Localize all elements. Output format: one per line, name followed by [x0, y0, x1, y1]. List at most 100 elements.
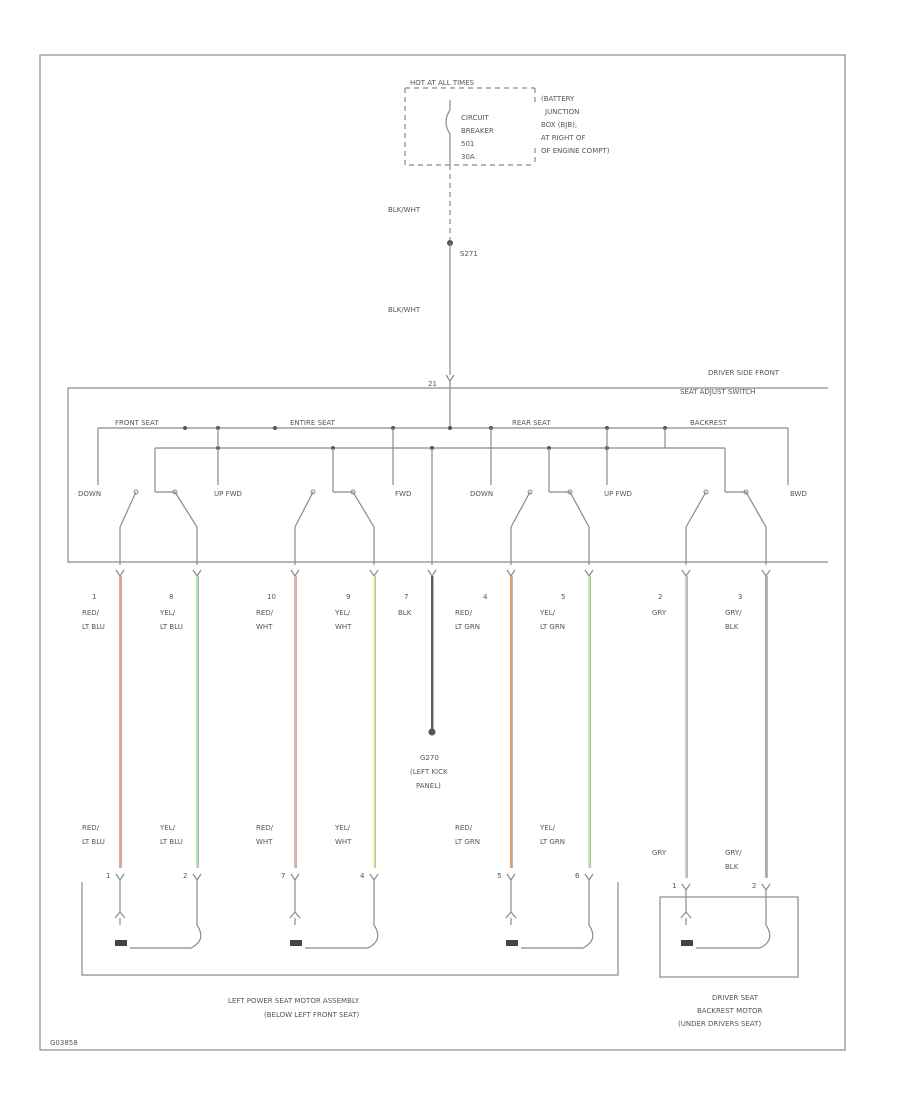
wire-color-top: LT BLU [160, 623, 183, 631]
wire-color-bottom: GRY/ [725, 849, 742, 857]
section-front-seat: FRONT SEAT [115, 419, 159, 427]
motor-symbol-3 [505, 911, 594, 949]
switch-element-rear [510, 489, 590, 565]
backrest-motor-label-1: DRIVER SEAT [712, 994, 759, 1002]
location-line-3: BOX (BJB), [541, 121, 577, 129]
wire-color-bottom: WHT [256, 838, 273, 846]
pin-label: 8 [169, 593, 173, 601]
wire-color-top: YEL/ [539, 609, 556, 617]
breaker-line-2: BREAKER [461, 127, 494, 135]
hot-at-all-times-label: HOT AT ALL TIMES [410, 79, 475, 87]
wire-color-top: WHT [256, 623, 273, 631]
wire-color-top: WHT [335, 623, 352, 631]
motor-pin-6: 6 [575, 872, 594, 912]
left-motor-label-2: (BELOW LEFT FRONT SEAT) [264, 1011, 360, 1019]
figure-id: G03858 [50, 1039, 78, 1047]
wire-color-bottom: LT GRN [540, 838, 565, 846]
location-line-4: AT RIGHT OF [541, 134, 585, 142]
wire-color-bottom: RED/ [256, 824, 274, 832]
ground-label-2: (LEFT KICK [410, 768, 448, 776]
wire-color-top: RED/ [82, 609, 100, 617]
section-entire-seat: ENTIRE SEAT [290, 419, 336, 427]
wire-color-bottom: WHT [335, 838, 352, 846]
fuse-box: HOT AT ALL TIMES CIRCUIT BREAKER 501 30A… [404, 79, 610, 166]
motor-pin-1: 1 [672, 882, 691, 912]
motor-pin-label: 1 [106, 872, 110, 880]
motor-pin-label: 6 [575, 872, 580, 880]
section-rear-seat: REAR SEAT [512, 419, 551, 427]
pin-label: 5 [561, 593, 565, 601]
wire-color-top: YEL/ [159, 609, 176, 617]
motor-pin-label: 5 [497, 872, 501, 880]
splice-label: S271 [460, 250, 478, 258]
left-motor-label-1: LEFT POWER SEAT MOTOR ASSEMBLY [228, 997, 360, 1005]
motor-symbol-2 [289, 911, 379, 949]
ground-dot [428, 728, 436, 736]
contact-label-up-fwd-1: UP FWD [214, 490, 242, 498]
motor-pin-1: 1 [106, 872, 125, 912]
location-line-1: (BATTERY [541, 95, 575, 103]
pin-label: 3 [738, 593, 742, 601]
motor-symbol-1 [114, 911, 202, 949]
switch-element-front [119, 489, 198, 565]
motor-pin-label: 7 [281, 872, 285, 880]
wire-color-top: RED/ [256, 609, 274, 617]
wire-color-bottom: YEL/ [539, 824, 556, 832]
backrest-motor-label-2: BACKREST MOTOR [697, 1007, 763, 1015]
motor-symbol-4 [680, 911, 771, 949]
switch-pin-label: 21 [428, 380, 437, 388]
lower-feed-label: BLK/WHT [388, 306, 421, 314]
wire-color-bottom: GRY [652, 849, 667, 857]
left-motor-assembly: LEFT POWER SEAT MOTOR ASSEMBLY (BELOW LE… [81, 882, 619, 1019]
contact-label-down-1: DOWN [78, 490, 101, 498]
switch-title-line-2: SEAT ADJUST SWITCH [680, 388, 755, 396]
upper-feed-label: BLK/WHT [388, 206, 421, 214]
motor-pin-7: 7 [281, 872, 300, 912]
wire-color-bottom: RED/ [455, 824, 473, 832]
pin-label: 9 [346, 593, 350, 601]
motor-pin-5: 5 [497, 872, 516, 912]
diagram-frame [39, 54, 846, 1051]
location-line-5: OF ENGINE COMPT) [541, 147, 610, 155]
motor-pin-2: 2 [752, 882, 771, 912]
backrest-motor-assembly: DRIVER SEAT BACKREST MOTOR (UNDER DRIVER… [659, 896, 799, 1028]
breaker-line-3: 501 [461, 140, 474, 148]
location-line-2: JUNCTION [544, 108, 579, 116]
switch-title-line-1: DRIVER SIDE FRONT [708, 369, 780, 377]
pin-label: 7 [404, 593, 408, 601]
seat-adjust-switch: DRIVER SIDE FRONT SEAT ADJUST SWITCH 21 … [67, 369, 828, 565]
wire-color-bottom: RED/ [82, 824, 100, 832]
ground: G270 (LEFT KICK PANEL) [410, 728, 448, 790]
feed-wire: BLK/WHT S271 BLK/WHT [388, 165, 478, 375]
switch-element-entire [294, 489, 375, 565]
ground-label-1: G270 [420, 754, 439, 762]
contact-label-fwd: FWD [395, 490, 411, 498]
wire-color-bottom: LT GRN [455, 838, 480, 846]
wire-color-top: RED/ [455, 609, 473, 617]
wire-color-bottom: YEL/ [159, 824, 176, 832]
pin-label: 1 [92, 593, 96, 601]
contact-label-bwd: BWD [790, 490, 807, 498]
breaker-line-1: CIRCUIT [461, 114, 490, 122]
pin-label: 10 [267, 593, 276, 601]
motor-pin-2: 2 [183, 872, 202, 912]
ground-label-3: PANEL) [416, 782, 441, 790]
motor-pin-label: 2 [752, 882, 756, 890]
wire-color-top: GRY [652, 609, 667, 617]
wire-color-top: LT GRN [455, 623, 480, 631]
motor-pin-label: 2 [183, 872, 187, 880]
contact-label-up-fwd-2: UP FWD [604, 490, 632, 498]
wire-color-top: GRY/ [725, 609, 742, 617]
wire-color-top: LT BLU [82, 623, 105, 631]
